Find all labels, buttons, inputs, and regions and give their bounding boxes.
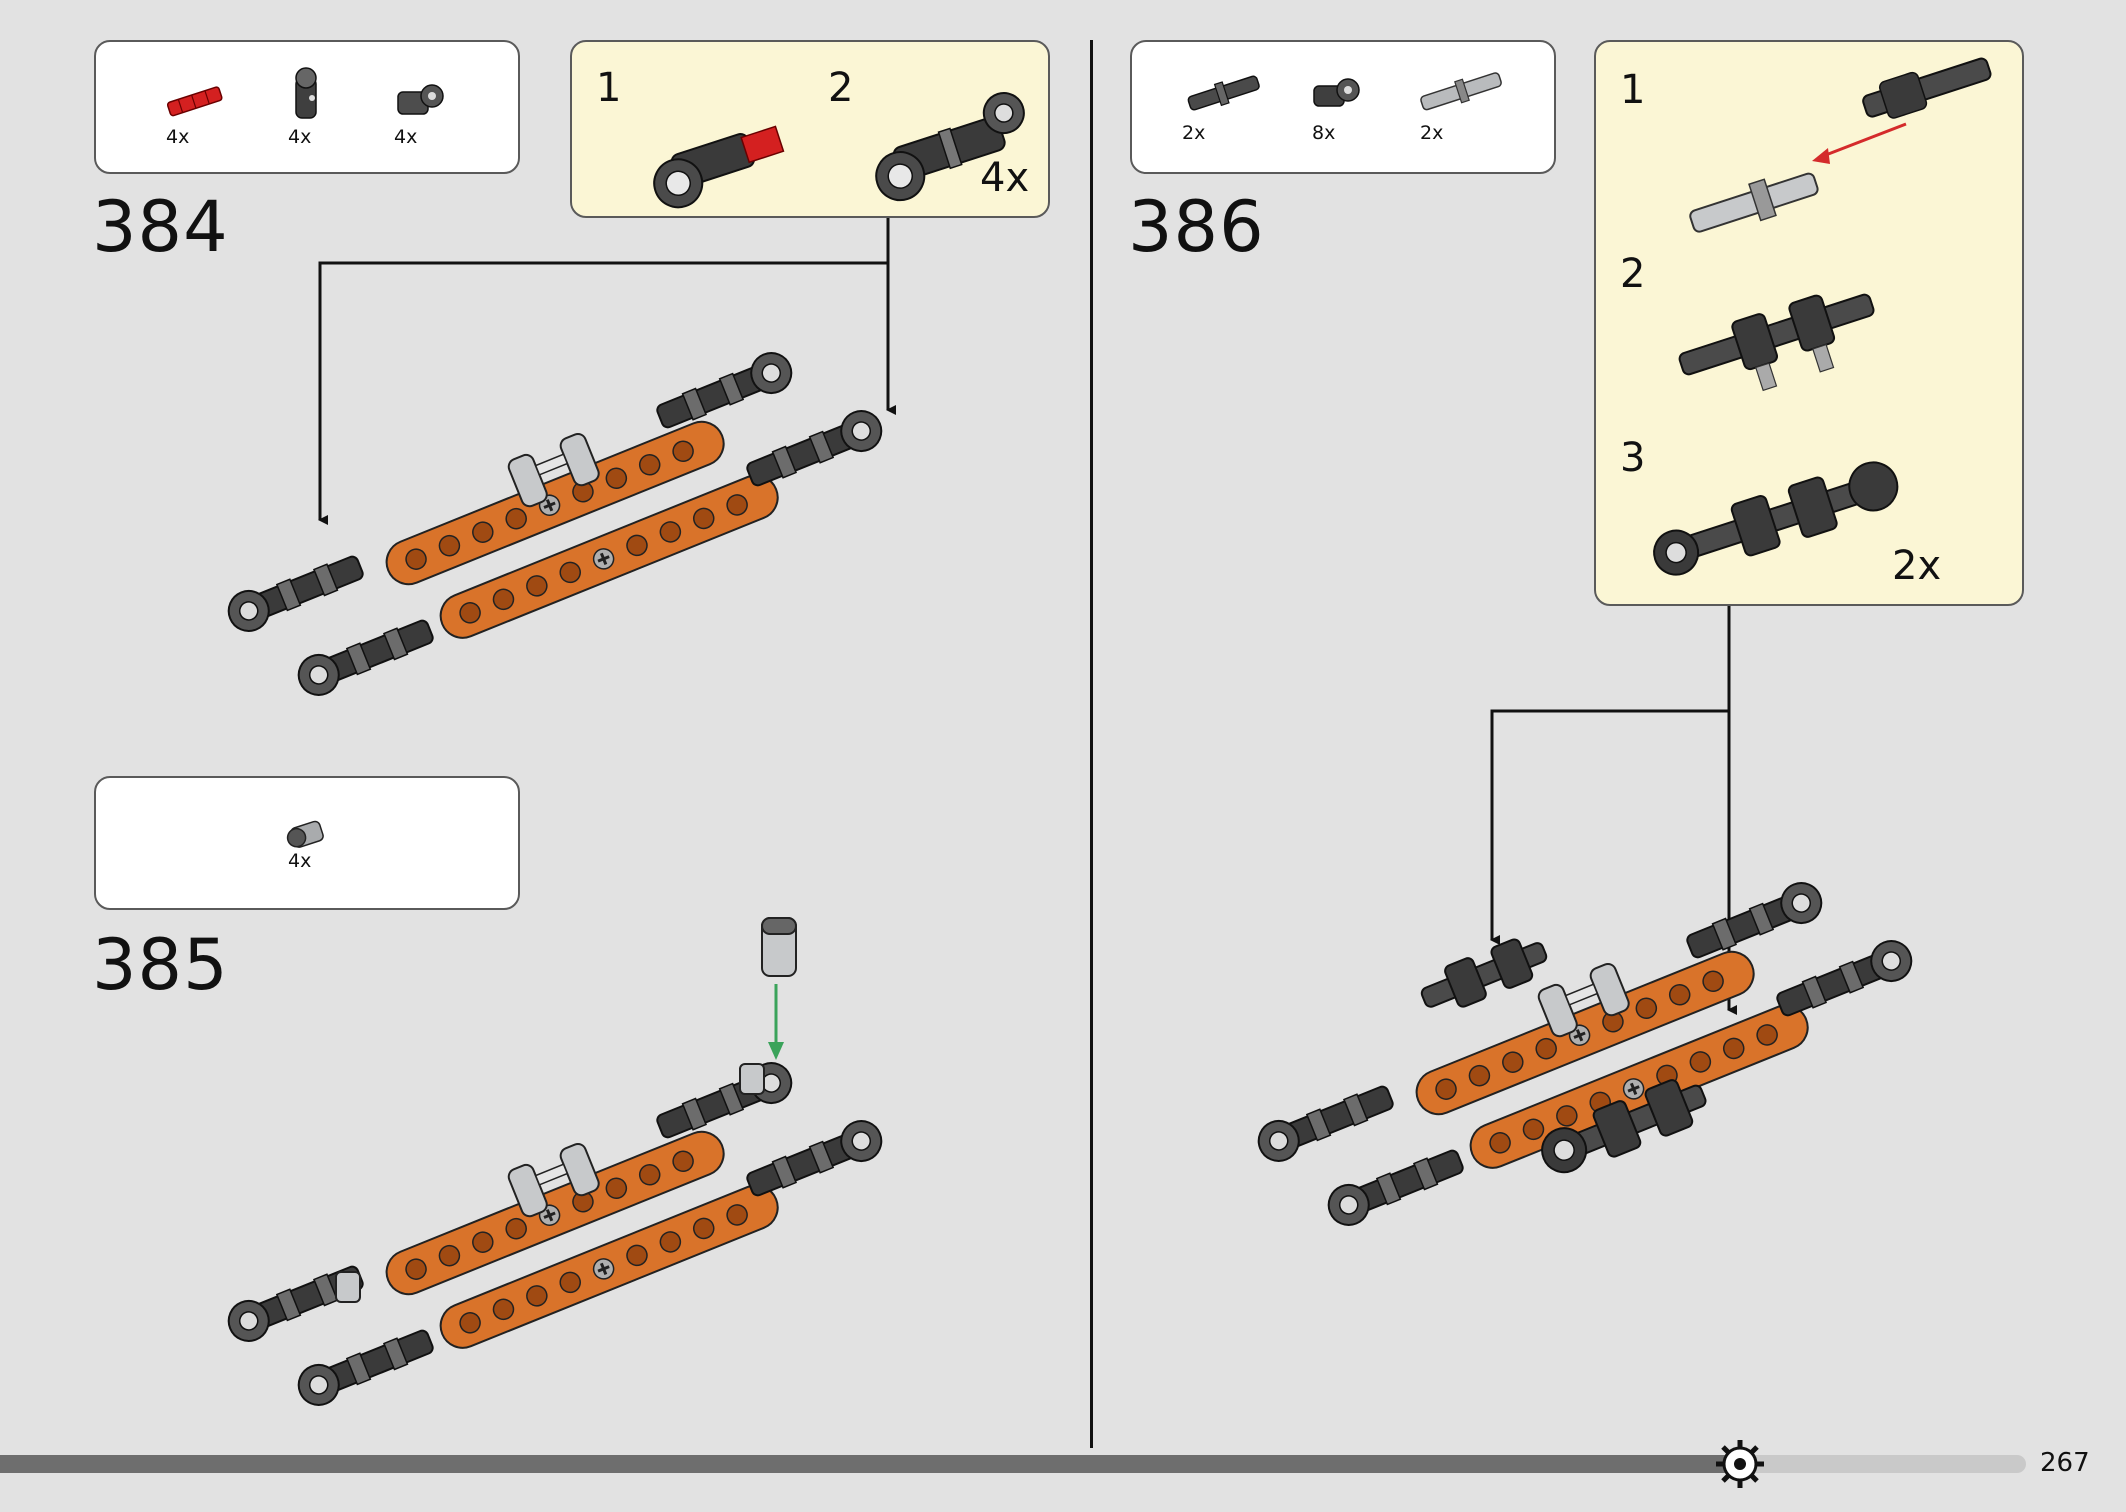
cross-connector-icon xyxy=(1313,78,1360,107)
substep-1-illustration xyxy=(1689,57,1992,233)
bush-icon xyxy=(286,820,324,848)
part-qty: 8x xyxy=(1312,122,1336,144)
angle-connector-icon xyxy=(295,67,317,119)
substep-number: 1 xyxy=(596,65,622,111)
substep-number: 1 xyxy=(1620,67,1646,113)
subassembly-box-386: 1 2 3 2x xyxy=(1594,40,2024,606)
red-axle-icon xyxy=(166,86,223,117)
part-qty: 4x xyxy=(394,126,418,148)
assembly-illustration-385 xyxy=(221,1056,889,1412)
subassembly-box-384: 1 2 4x xyxy=(570,40,1050,218)
step-number-386: 386 xyxy=(1128,186,1265,268)
parts-list-386: 2x 8x 2x xyxy=(1130,40,1556,174)
subassembly-multiplier: 4x xyxy=(980,155,1030,201)
substep-3-illustration xyxy=(1653,461,1899,576)
bush-insert-illustration xyxy=(761,917,797,1060)
axle-pin-connector-icon xyxy=(397,84,444,115)
subassembly-multiplier: 2x xyxy=(1892,543,1942,589)
progress-bar xyxy=(0,1455,2026,1473)
step-number-384: 384 xyxy=(92,186,229,268)
part-qty: 4x xyxy=(288,850,312,872)
substep-2-illustration xyxy=(875,92,1025,202)
gear-icon xyxy=(1716,1440,1764,1488)
step-number-385: 385 xyxy=(92,924,229,1006)
substep-1-illustration xyxy=(653,125,785,209)
parts-list-384: 4x 4x 4x xyxy=(94,40,520,174)
part-qty: 4x xyxy=(288,126,312,148)
page-number: 267 xyxy=(2040,1448,2090,1478)
axle-pin-icon xyxy=(1187,75,1260,111)
page-divider xyxy=(1090,40,1093,1448)
part-qty: 4x xyxy=(166,126,190,148)
substep-number: 2 xyxy=(1620,251,1646,297)
substep-2-illustration xyxy=(1678,293,1875,392)
substep-number: 3 xyxy=(1620,435,1646,481)
assembly-illustration-386 xyxy=(1251,876,1919,1232)
part-qty: 2x xyxy=(1182,122,1206,144)
substep-number: 2 xyxy=(828,65,854,111)
part-qty: 2x xyxy=(1420,122,1444,144)
light-axle-pin-icon xyxy=(1420,72,1502,111)
parts-list-385: 4x xyxy=(94,776,520,910)
